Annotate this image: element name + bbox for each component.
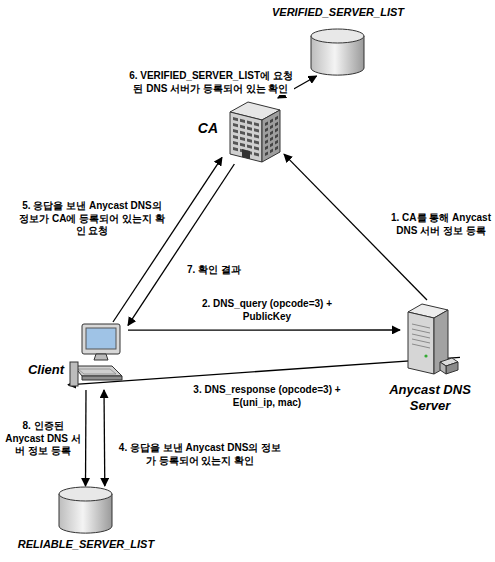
- node-label: Client: [12, 362, 64, 378]
- server-machine: Anycast DNS Server: [400, 300, 460, 378]
- step-label: 3. DNS_response (opcode=3) + E(uni_ip, m…: [182, 384, 352, 409]
- node-label: RELIABLE_SERVER_LIST: [1, 538, 171, 551]
- node-label: Anycast DNS Server: [375, 382, 485, 413]
- database-cylinder: RELIABLE_SERVER_LIST: [58, 486, 113, 534]
- step-label: 1. CA를 통해 Anycast DNS 서버 정보 등록: [388, 212, 494, 237]
- step-label: 4. 응답을 보낸 Anycast DNS의 정보가 등록되어 있는지 확인: [114, 442, 286, 467]
- flow-arrow: [85, 390, 87, 486]
- step-label: 5. 응답을 보낸 Anycast DNS의 정보가 CA에 등록되어 있는지 …: [18, 200, 166, 238]
- flow-arrow: [68, 357, 460, 385]
- node-label: CA: [184, 120, 218, 137]
- step-label: 8. 인증된 Anycast DNS 서버 정보 등록: [2, 420, 84, 458]
- ca-building-icon: [222, 98, 284, 164]
- step-label: 6. VERIFIED_SERVER_LIST에 요청된 DNS 서버가 등록되…: [128, 70, 294, 95]
- database-cylinder: VERIFIED_SERVER_LIST: [310, 28, 365, 76]
- flow-arrow: [128, 329, 400, 331]
- flow-arrow: [103, 390, 105, 486]
- database-cylinder-icon: [58, 486, 113, 534]
- database-cylinder-icon: [310, 28, 365, 76]
- step-label: 7. 확인 결과: [178, 264, 250, 277]
- ca-building: CA: [222, 98, 284, 164]
- node-label: VERIFIED_SERVER_LIST: [253, 6, 423, 19]
- server-machine-icon: [400, 300, 460, 378]
- client-computer-icon: [68, 322, 128, 390]
- step-label: 2. DNS_query (opcode=3) + PublicKey: [188, 298, 346, 323]
- client-computer: Client: [68, 322, 128, 390]
